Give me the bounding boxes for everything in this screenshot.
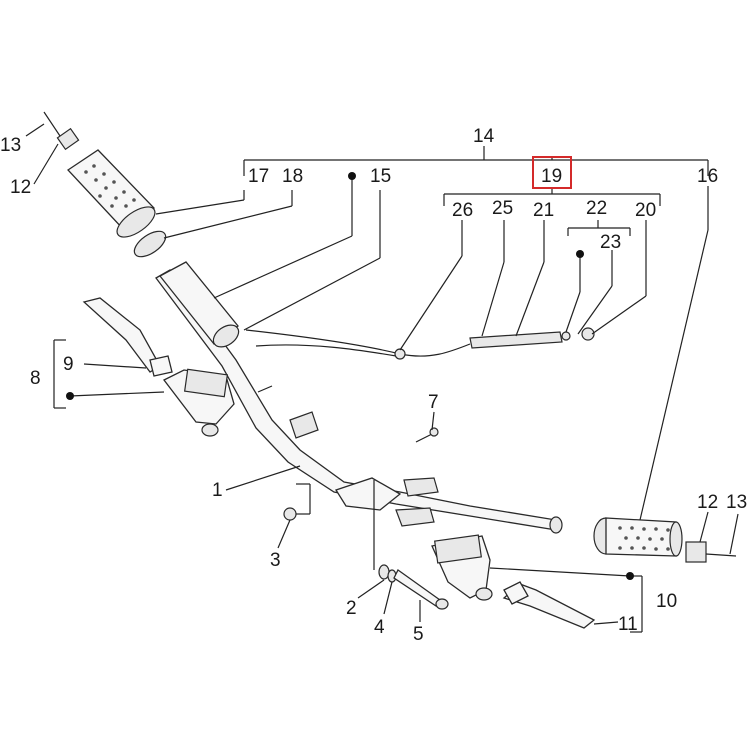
label-9: 9: [63, 354, 74, 375]
throttle-tube: [159, 261, 240, 348]
label-5: 5: [413, 624, 424, 645]
label-25: 25: [492, 198, 513, 219]
center-clamp: [335, 477, 439, 527]
label-18: 18: [282, 166, 303, 187]
right-grip: [593, 517, 683, 557]
label-20: 20: [635, 200, 656, 221]
label-17: 17: [248, 166, 269, 187]
highlight-box-19: [532, 156, 572, 189]
label-2: 2: [346, 598, 357, 619]
label-14: 14: [473, 126, 495, 147]
throttle-cable: [245, 327, 595, 360]
label-12-left: 12: [10, 177, 31, 198]
label-13-right: 13: [726, 492, 747, 513]
label-15: 15: [370, 166, 391, 187]
label-1: 1: [212, 480, 223, 501]
part-labels: 13 12 14 17 18 15 19 16 26 25 21 22 20 2…: [0, 126, 747, 645]
right-brake-lever: [502, 581, 596, 629]
label-19[interactable]: 19: [541, 166, 562, 187]
label-26: 26: [452, 200, 473, 221]
label-11: 11: [618, 614, 638, 635]
label-12-right: 12: [697, 492, 718, 513]
right-master-cylinder: [431, 534, 493, 601]
label-3: 3: [270, 550, 281, 571]
left-grip: [67, 149, 167, 258]
label-13-left: 13: [0, 135, 21, 156]
label-10: 10: [656, 591, 677, 612]
nut-3: [283, 483, 311, 521]
label-23: 23: [600, 232, 621, 253]
left-bar-end: [43, 111, 80, 151]
left-master-cylinder: [163, 368, 235, 437]
group-8-bracket: [53, 339, 66, 409]
label-7: 7: [428, 392, 439, 413]
group-14-bracket: [243, 146, 709, 176]
label-16: 16: [697, 166, 718, 187]
leader-lines: [25, 123, 739, 625]
label-22: 22: [586, 198, 607, 219]
screw-7: [415, 427, 439, 443]
reference-dots: [66, 172, 634, 580]
left-brake-lever: [82, 297, 173, 377]
bolt-5-washers: [373, 480, 449, 610]
label-4: 4: [374, 617, 385, 638]
handlebar-tube: [155, 269, 563, 534]
label-8: 8: [30, 368, 41, 389]
group-22-bracket: [567, 220, 631, 236]
label-21: 21: [533, 200, 554, 221]
right-bar-end: [685, 541, 737, 563]
